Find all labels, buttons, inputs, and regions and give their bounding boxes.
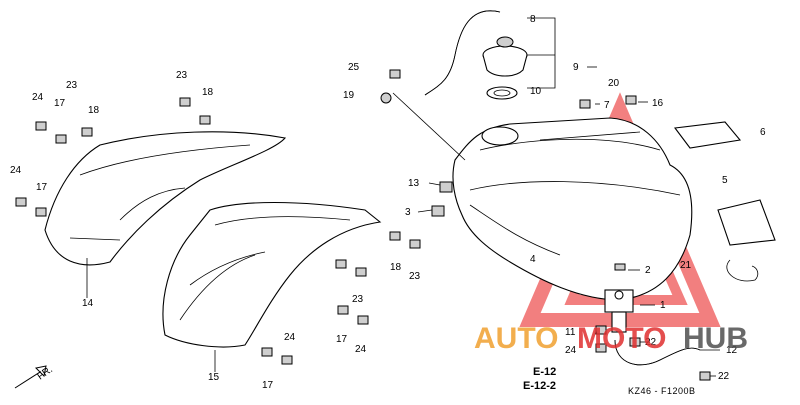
part-label-3: 3 (405, 207, 411, 218)
part-label-24-bottom: 24 (284, 332, 296, 343)
ref-e12[interactable]: E-12 (533, 366, 556, 378)
fuel-tank-cap (482, 36, 528, 100)
part-label-22-top: 22 (645, 337, 657, 348)
part-label-12: 12 (726, 345, 738, 356)
part-label-24-side: 24 (10, 165, 22, 176)
part-label-10: 10 (530, 86, 542, 97)
part-label-6: 6 (760, 127, 766, 138)
part-label-24-valve: 24 (565, 345, 577, 356)
fasteners (15, 69, 711, 381)
part-label-1: 1 (660, 300, 666, 311)
watermark-auto: AUTO (474, 322, 558, 355)
part-label-8: 8 (530, 14, 536, 25)
ref-e12-2[interactable]: E-12-2 (523, 380, 556, 392)
part-label-23-right: 23 (409, 271, 421, 282)
front-direction-arrow: FR. (14, 364, 55, 389)
watermark-hub: HUB (683, 322, 748, 355)
part-label-24-left: 24 (32, 92, 44, 103)
part-label-19: 19 (343, 90, 355, 101)
part-label-17-mid: 17 (336, 334, 348, 345)
part-label-5: 5 (722, 175, 728, 186)
part-label-17-left: 17 (54, 98, 66, 109)
part-label-18-left: 18 (88, 105, 100, 116)
watermark-moto: MOTO (577, 322, 666, 355)
watermark-text: AUTO MOTO HUB (474, 322, 748, 355)
part-label-21: 21 (680, 260, 692, 271)
front-direction-label: FR. (35, 364, 55, 382)
part-label-23-mid: 23 (352, 294, 364, 305)
tank-bracket (717, 199, 776, 246)
leader-lines (86, 17, 720, 377)
part-label-4: 4 (530, 254, 536, 265)
part-label-9: 9 (573, 62, 579, 73)
fuel-tank (452, 117, 693, 301)
tank-cover-plate (673, 121, 742, 149)
part-label-11: 11 (565, 327, 576, 338)
left-shroud (44, 131, 287, 266)
part-label-24-mid: 24 (355, 344, 367, 355)
part-label-7: 7 (604, 100, 610, 111)
part-label-16: 16 (652, 98, 664, 109)
part-label-17-side: 17 (36, 182, 48, 193)
part-label-18-top: 18 (202, 87, 214, 98)
part-label-2: 2 (645, 265, 651, 276)
part-label-23-left: 23 (66, 80, 78, 91)
part-label-25: 25 (348, 62, 360, 73)
part-label-20: 20 (608, 78, 620, 89)
part-label-15: 15 (208, 372, 220, 383)
right-shroud (162, 201, 382, 348)
fuel-valve (604, 289, 634, 333)
part-label-22-bottom: 22 (718, 371, 730, 382)
part-label-13: 13 (408, 178, 420, 189)
part-label-18-right: 18 (390, 262, 402, 273)
part-label-14: 14 (82, 298, 94, 309)
figure-code: KZ46 - F1200B (628, 386, 696, 396)
part-label-23-top: 23 (176, 70, 188, 81)
part-label-17-bottom: 17 (262, 380, 274, 391)
hose-clip (726, 259, 759, 282)
